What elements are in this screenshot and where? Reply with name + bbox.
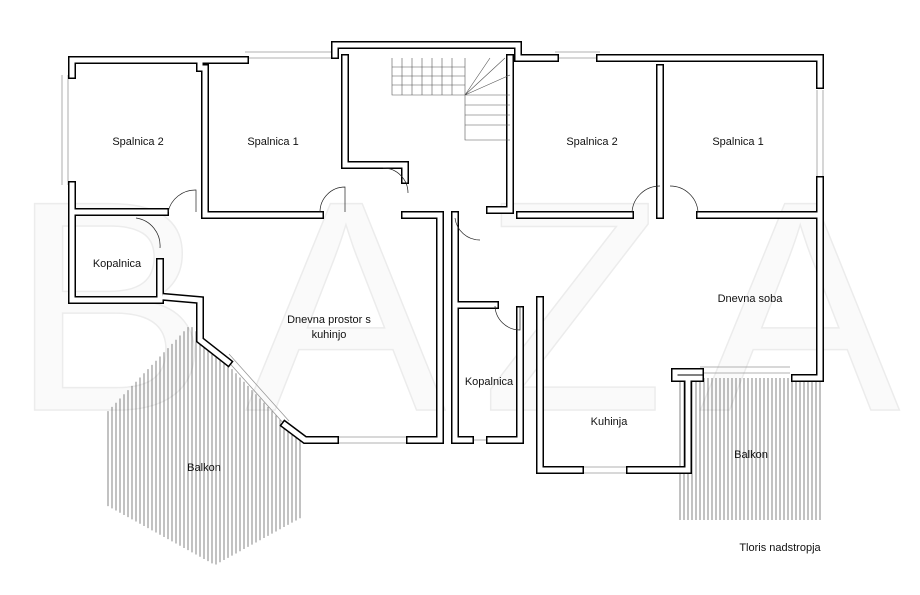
room-label: Kopalnica bbox=[93, 258, 142, 270]
room-label: Spalnica 2 bbox=[566, 136, 617, 148]
room-label: Spalnica 1 bbox=[712, 136, 763, 148]
room-label: Spalnica 2 bbox=[112, 136, 163, 148]
room-label: kuhinjo bbox=[312, 329, 347, 341]
room-label: Balkon bbox=[187, 462, 221, 474]
room-label: Kopalnica bbox=[465, 376, 514, 388]
room-label: Balkon bbox=[734, 449, 768, 461]
room-label: Dnevna prostor s bbox=[287, 314, 371, 326]
windows bbox=[61, 51, 824, 474]
balcony-hatching bbox=[107, 327, 821, 565]
plan-caption: Tloris nadstropja bbox=[739, 542, 821, 554]
room-label: Dnevna soba bbox=[718, 293, 784, 305]
walls bbox=[68, 41, 824, 474]
room-label: Spalnica 1 bbox=[247, 136, 298, 148]
staircase bbox=[391, 57, 511, 141]
doors bbox=[135, 167, 699, 331]
room-label: Kuhinja bbox=[591, 416, 629, 428]
